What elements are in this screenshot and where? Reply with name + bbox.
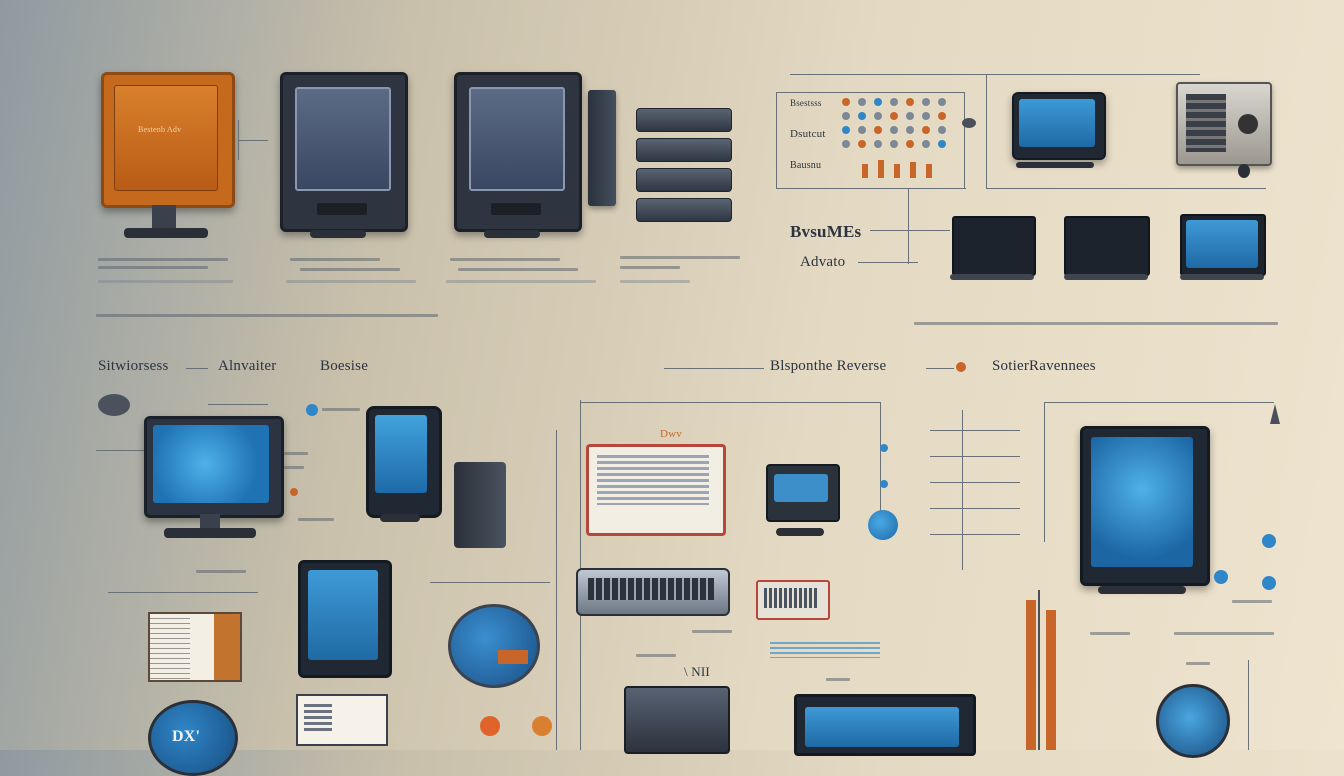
book-icon: [148, 612, 242, 682]
server-rack-icon: [636, 108, 732, 232]
monitor-icon: [280, 72, 408, 232]
small-device-icon: [756, 580, 830, 620]
monitor-base: [484, 230, 540, 238]
status-dot: [858, 112, 866, 120]
status-dot: [842, 126, 850, 134]
status-dot: [874, 98, 882, 106]
status-dot: [906, 126, 914, 134]
section-header-left-1: Sitwiorsess: [98, 358, 169, 374]
orange-screen-text: Bestenb Adv: [138, 125, 182, 134]
status-dot: [938, 126, 946, 134]
stack-label-2: Dsutcut: [790, 128, 826, 140]
monitor-icon: [1080, 426, 1210, 586]
status-dot: [938, 140, 946, 148]
speaker-icon: [454, 462, 506, 548]
status-dot: [890, 126, 898, 134]
monitor-icon: [1012, 92, 1106, 160]
status-dot: [922, 140, 930, 148]
status-dot: [858, 126, 866, 134]
monitor-drive: [317, 203, 367, 215]
status-dot: [890, 112, 898, 120]
monitor-screen: [469, 87, 565, 191]
status-dot: [842, 112, 850, 120]
section-header-right-1: Blsponthe Reverse: [770, 358, 887, 374]
tower-pc-icon: [624, 686, 730, 754]
monitor-screen: [295, 87, 391, 191]
orange-monitor-screen: [114, 85, 218, 191]
orange-monitor-base: [124, 228, 208, 238]
status-dot: [890, 98, 898, 106]
server-box-icon: [1176, 82, 1272, 166]
laptop-icon: [586, 444, 726, 536]
status-dot: [906, 98, 914, 106]
device-icon: [766, 464, 840, 522]
blue-circle-text: DX': [172, 728, 201, 745]
laptop-icon: [1180, 214, 1266, 276]
status-dot: [906, 112, 914, 120]
side-label-2: Advato: [800, 254, 846, 270]
monitor-icon: [144, 416, 284, 518]
tower-pc-icon: [588, 90, 616, 206]
tablet-icon: [298, 560, 392, 678]
side-label: BvsuMEs: [790, 222, 862, 241]
tablet-icon: [366, 406, 442, 518]
status-dot: [842, 98, 850, 106]
status-dot: [874, 112, 882, 120]
gauge-icon: [1156, 684, 1230, 758]
mid-tag: Dwv: [660, 428, 682, 440]
status-dot: [890, 140, 898, 148]
status-dot: [842, 140, 850, 148]
status-dot: [874, 140, 882, 148]
section-header-right-2: SotierRavennees: [992, 358, 1096, 374]
status-dot-grid: [842, 98, 952, 158]
mouse-icon: [1238, 164, 1250, 178]
orange-monitor-icon: Bestenb Adv: [101, 72, 235, 208]
status-dot: [858, 140, 866, 148]
orange-monitor-stand: [152, 205, 176, 229]
stack-label-1: Bsestsss: [790, 98, 822, 108]
tower-mark: \ NII: [684, 664, 710, 679]
globe-icon: [448, 604, 540, 688]
status-dot: [906, 140, 914, 148]
status-dot: [922, 112, 930, 120]
form-card-icon: [296, 694, 388, 746]
monitor-base: [1016, 162, 1094, 168]
laptop-icon: [1064, 216, 1150, 276]
section-header-left-2: Alnvaiter: [218, 358, 277, 374]
stack-label-3: Bausnu: [790, 160, 822, 171]
monitor-icon: [454, 72, 582, 232]
keyboard-icon: [576, 568, 730, 616]
laptop-icon: [952, 216, 1036, 276]
section-header-left-3: Boesise: [320, 358, 369, 374]
status-dot: [938, 112, 946, 120]
monitor-base: [310, 230, 366, 238]
status-dot: [922, 126, 930, 134]
monitor-drive: [491, 203, 541, 215]
status-dot: [922, 98, 930, 106]
status-dot: [874, 126, 882, 134]
laptop-icon: [794, 694, 976, 756]
status-dot: [858, 98, 866, 106]
status-dot: [938, 98, 946, 106]
